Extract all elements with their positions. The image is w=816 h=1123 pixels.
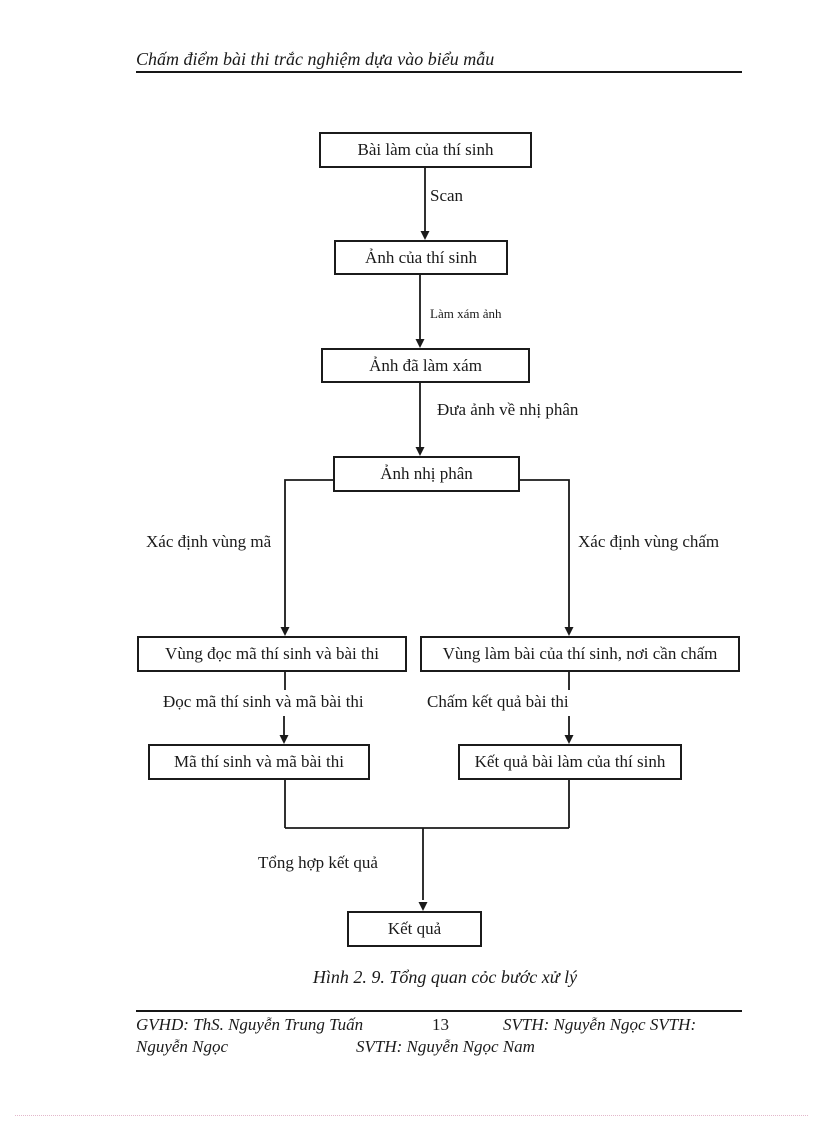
edge-label-grayscale: Làm xám ảnh	[430, 306, 502, 321]
page-header-title: Chấm điểm bài thi trắc nghiệm dựa vào bi…	[136, 49, 495, 69]
figure-caption: Hình 2. 9. Tổng quan cỏc bước xử lý	[312, 967, 578, 987]
edge-label-locate-marking-region: Xác định vùng chấm	[578, 532, 720, 551]
edge-label-aggregate-results: Tổng hợp kết quả	[258, 853, 378, 872]
edge-label-locate-code-region: Xác định vùng mã	[146, 532, 272, 551]
page-bottom-dotted-line	[15, 1115, 808, 1116]
node-graded-result: Kết quả bài làm của thí sinh	[458, 744, 682, 780]
header-rule	[136, 71, 742, 73]
node-result: Kết quả	[347, 911, 482, 947]
footer-rule	[136, 1010, 742, 1012]
footer-students-line1: SVTH: Nguyễn Ngọc SVTH:	[503, 1015, 697, 1034]
node-binary-image: Ảnh nhị phân	[333, 456, 520, 492]
footer-students-line2-right: SVTH: Nguyễn Ngọc Nam	[356, 1037, 535, 1056]
node-answer-region: Vùng làm bài của thí sinh, nơi cần chấm	[420, 636, 740, 672]
node-exam-paper: Bài làm của thí sinh	[319, 132, 532, 168]
edge-label-scan: Scan	[430, 186, 464, 205]
footer-advisor: GVHD: ThS. Nguyễn Trung Tuấn	[136, 1015, 364, 1034]
node-code-region: Vùng đọc mã thí sinh và bài thi	[137, 636, 407, 672]
node-codes: Mã thí sinh và mã bài thi	[148, 744, 370, 780]
edge-label-binarize: Đưa ảnh về nhị phân	[437, 400, 579, 419]
footer-page-number: 13	[432, 1015, 449, 1034]
edge-label-grade-result: Chấm kết quả bài thi	[427, 692, 569, 711]
footer-students-line2-left: Nguyễn Ngọc	[136, 1037, 229, 1056]
edge-label-read-codes: Đọc mã thí sinh và mã bài thi	[163, 692, 364, 711]
node-gray-image: Ảnh đã làm xám	[321, 348, 530, 383]
node-scanned-image: Ảnh của thí sinh	[334, 240, 508, 275]
